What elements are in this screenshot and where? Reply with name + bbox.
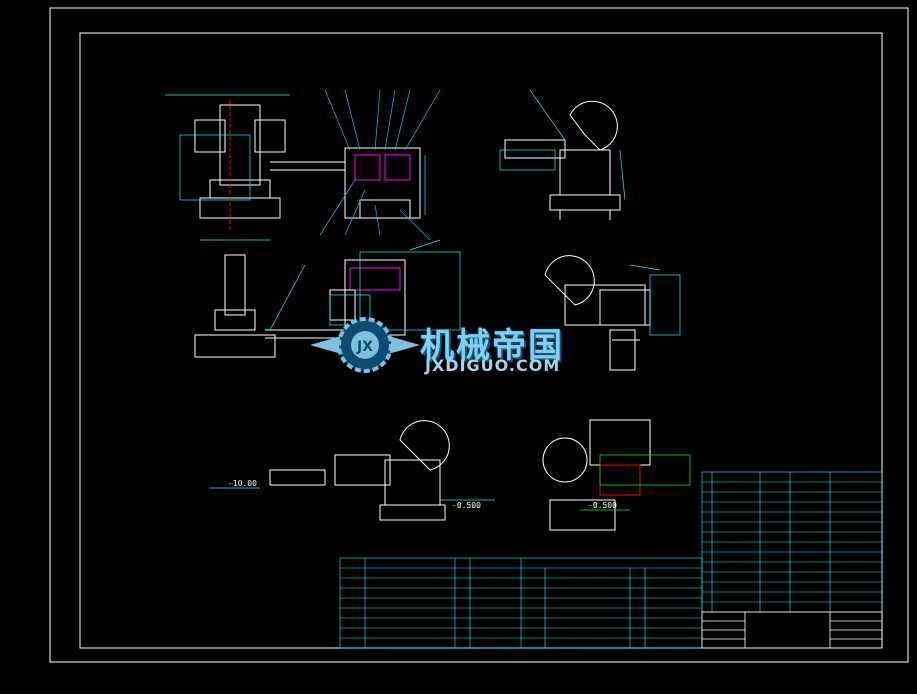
lower-view-right-dims — [580, 454, 691, 511]
watermark-gear-logo: JX — [310, 317, 420, 373]
outer-frame — [49, 7, 909, 663]
watermark-brand: 机械帝国 — [420, 326, 564, 366]
right-elevation-dim: -0.500 — [588, 501, 617, 510]
lower-view-left-dims — [210, 487, 495, 501]
front-view-upper-leaders — [319, 89, 441, 241]
parts-list-table-left — [339, 557, 703, 649]
front-view-upper — [194, 100, 421, 230]
lower-view-left — [269, 420, 450, 521]
svg-text:JX: JX — [356, 339, 373, 355]
front-view-upper-dims — [165, 94, 426, 241]
parts-list-table-right — [701, 471, 883, 613]
mid-elevation-dim: -0.500 — [452, 501, 481, 510]
front-view-middle-dims — [269, 239, 461, 331]
side-view-upper-dims — [499, 89, 626, 201]
title-block — [701, 611, 883, 649]
side-view-upper — [504, 100, 621, 220]
left-elevation-dim: -10.00 — [228, 479, 257, 488]
watermark-url: JXDIGUO.COM — [425, 356, 561, 375]
front-view-middle — [194, 254, 406, 358]
lower-view-right — [542, 419, 651, 531]
side-view-middle-dims — [629, 264, 681, 336]
